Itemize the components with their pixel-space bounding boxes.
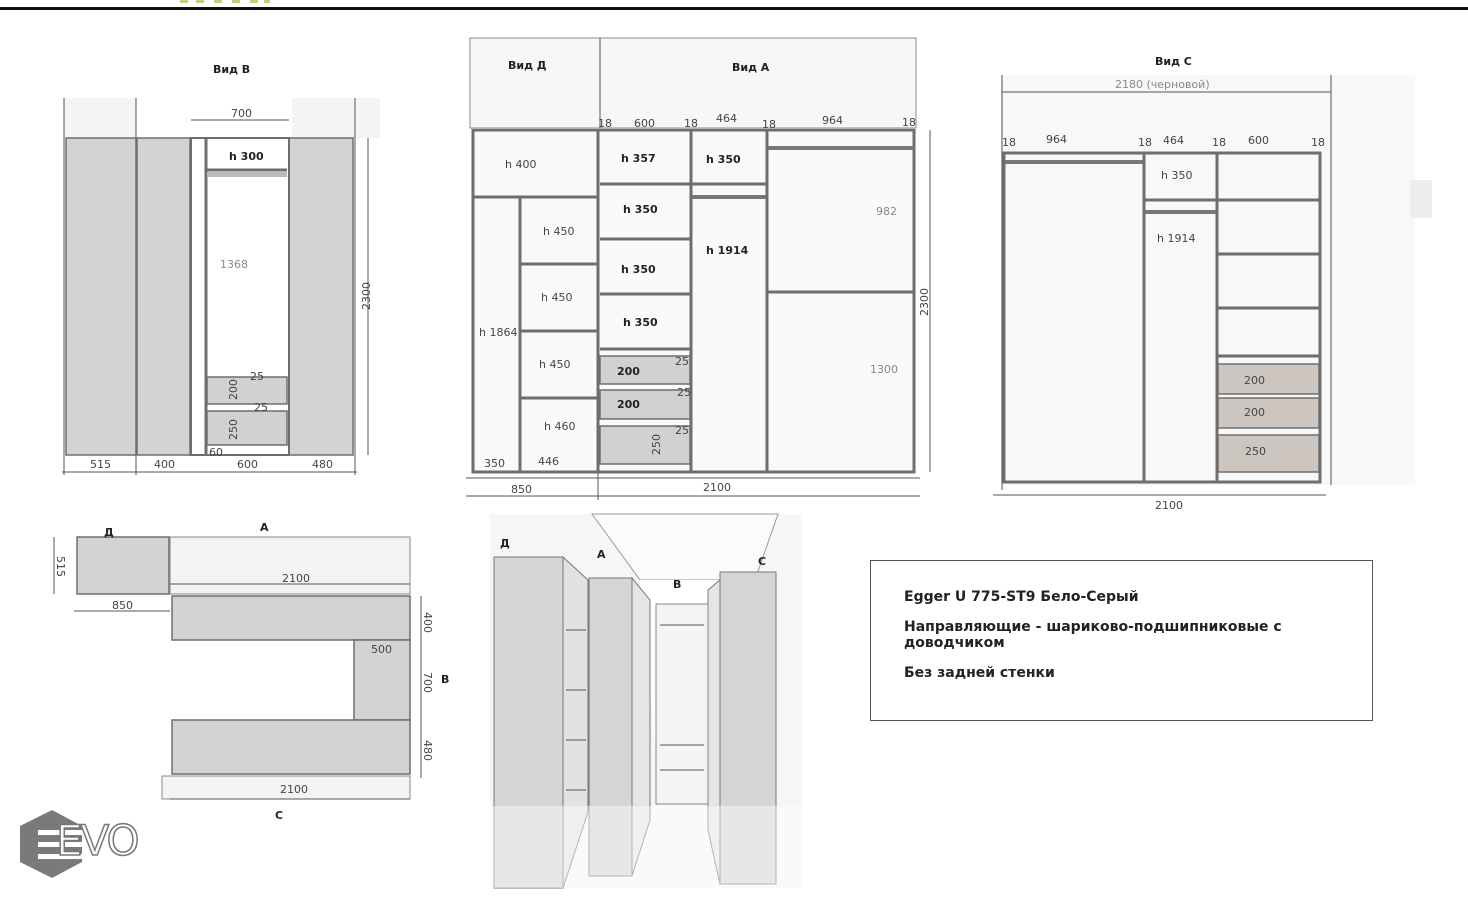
label-gap: 25 xyxy=(675,424,689,437)
persp-label-b: В xyxy=(673,578,681,591)
dim-top: 18 xyxy=(1138,136,1152,149)
label-gap: 25 xyxy=(675,355,689,368)
label-gap: 25 xyxy=(677,386,691,399)
label-shelf: h 350 xyxy=(623,203,658,216)
label-shelf: h 357 xyxy=(621,152,656,165)
evo-logo-icon xyxy=(20,810,82,878)
header-rule xyxy=(0,7,1468,10)
view-c: Вид С 2180 (черновой) h 350 h 1914 200 2… xyxy=(993,55,1432,512)
note-material: Egger U 775-ST9 Бело-Серый xyxy=(904,589,1139,605)
dim-top: 18 xyxy=(902,116,916,129)
persp-label-c: С xyxy=(758,555,766,568)
header-green-marks xyxy=(180,0,270,3)
dim-bottom: 400 xyxy=(154,458,175,471)
side-panel xyxy=(136,137,191,456)
dim-drawer-250: 250 xyxy=(227,419,240,440)
dim-bottom: 480 xyxy=(312,458,333,471)
material-notes: Egger U 775-ST9 Бело-Серый Направляющие … xyxy=(870,560,1373,721)
dim-400: 400 xyxy=(421,612,434,633)
dim-top: 18 xyxy=(1002,136,1016,149)
dim-top: 964 xyxy=(822,114,843,127)
dim-top: 464 xyxy=(1163,134,1184,147)
dim-gap-25: 25 xyxy=(250,370,264,383)
label-width-350: 350 xyxy=(484,457,505,470)
view-d-title: Вид Д xyxy=(508,59,547,72)
dim-top: 18 xyxy=(1212,136,1226,149)
dim-gap-25: 25 xyxy=(254,401,268,414)
label-982: 982 xyxy=(876,205,897,218)
plan-label-b: В xyxy=(441,673,449,686)
dim-700: 700 xyxy=(421,672,434,693)
dim-top: 464 xyxy=(716,112,737,125)
dim-rough-2180: 2180 (черновой) xyxy=(1115,78,1210,91)
label-shelf: h 350 xyxy=(623,316,658,329)
dim-top: 18 xyxy=(684,117,698,130)
view-c-title: Вид С xyxy=(1155,55,1192,68)
dim-bottom-850: 850 xyxy=(511,483,532,496)
dim-bottom-2100: 2100 xyxy=(1155,499,1183,512)
label-h300: h 300 xyxy=(229,150,264,163)
label-1368: 1368 xyxy=(220,258,248,271)
dim-2100: 2100 xyxy=(280,783,308,796)
note-runners: Направляющие - шариково-подшипниковые с … xyxy=(904,619,1282,651)
dim-height-2300: 2300 xyxy=(360,282,373,310)
label-shelf: h 450 xyxy=(541,291,572,304)
dim-850: 850 xyxy=(112,599,133,612)
label-drawer: 200 xyxy=(617,398,640,411)
label-width-446: 446 xyxy=(538,455,559,468)
plan-label-a: А xyxy=(260,521,269,534)
label-drawer: 200 xyxy=(1244,374,1265,387)
dim-480: 480 xyxy=(421,740,434,761)
dim-top: 18 xyxy=(1311,136,1325,149)
label-shelf: h 450 xyxy=(543,225,574,238)
label-drawer: 200 xyxy=(617,365,640,378)
side-panel xyxy=(65,137,137,456)
label-h1914: h 1914 xyxy=(706,244,749,257)
label-drawer: 200 xyxy=(1244,406,1265,419)
persp-label-d: Д xyxy=(500,537,510,550)
label-h1914: h 1914 xyxy=(1157,232,1195,245)
note-back-panel: Без задней стенки xyxy=(904,665,1055,681)
label-1300: 1300 xyxy=(870,363,898,376)
persp-label-a: А xyxy=(597,548,606,561)
dim-bottom-2100: 2100 xyxy=(703,481,731,494)
logo-text: EVO xyxy=(55,815,140,866)
dim-bottom: 515 xyxy=(90,458,111,471)
label-h1864: h 1864 xyxy=(479,326,517,339)
dim-drawer-200: 200 xyxy=(227,379,240,400)
view-a: Вид Д Вид А h 400 h 1864 h 450 h 450 h 4… xyxy=(466,37,931,500)
label-h400: h 400 xyxy=(505,158,536,171)
dim-top: 18 xyxy=(762,118,776,131)
plan-label-c: С xyxy=(275,809,283,822)
floor-plan: Д А 515 2100 850 400 500 700 В 480 2100 … xyxy=(53,521,449,822)
dim-width-700: 700 xyxy=(231,107,252,120)
label-h350: h 350 xyxy=(1161,169,1192,182)
perspective-view: Д А В С xyxy=(490,513,802,889)
view-b-title: Вид В xyxy=(213,63,250,76)
label-h350: h 350 xyxy=(706,153,741,166)
label-shelf: h 460 xyxy=(544,420,575,433)
view-a-title: Вид А xyxy=(732,61,770,74)
dim-top: 600 xyxy=(634,117,655,130)
plan-label-d: Д xyxy=(104,526,114,539)
label-shelf: h 350 xyxy=(621,263,656,276)
dim-plinth-60: 60 xyxy=(209,446,223,459)
dim-515: 515 xyxy=(54,556,67,577)
dim-2100: 2100 xyxy=(282,572,310,585)
side-panel xyxy=(288,137,354,456)
dim-bottom: 600 xyxy=(237,458,258,471)
dim-top: 18 xyxy=(598,117,612,130)
dim-top: 964 xyxy=(1046,133,1067,146)
dim-height-2300: 2300 xyxy=(918,288,931,316)
label-shelf: h 450 xyxy=(539,358,570,371)
dim-top: 600 xyxy=(1248,134,1269,147)
view-b: Вид В 700 h 300 1368 25 200 25 250 60 51… xyxy=(62,63,380,475)
label-drawer-250: 250 xyxy=(650,434,663,455)
dim-500: 500 xyxy=(371,643,392,656)
label-drawer: 250 xyxy=(1245,445,1266,458)
